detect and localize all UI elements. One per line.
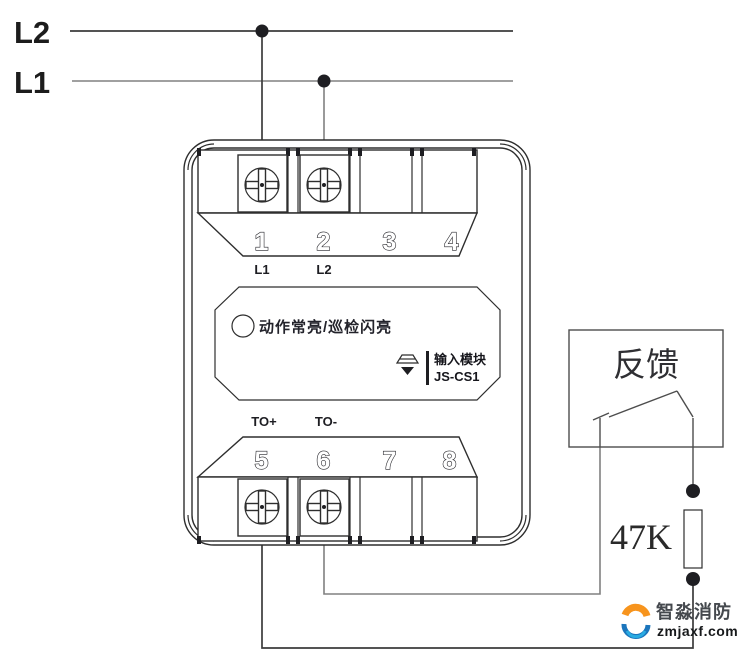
watermark-logo-icon: [621, 603, 651, 639]
terminal-number-face-top: [196, 212, 479, 257]
switch-contact-icon: [592, 390, 694, 491]
terminal-1-wire-label: L1: [254, 262, 269, 277]
junction-dot-l2: [255, 24, 269, 38]
module-label-panel: 动作常亮/巡检闪亮 输入模块 JS-CS1: [214, 286, 501, 401]
input-module: 1 2 3 4 L1 L2 动作常亮/巡检闪亮 输入模块 JS-CS1 TO+: [183, 139, 531, 546]
field-wiring: [261, 418, 694, 649]
feedback-device: 反馈: [568, 329, 724, 491]
feedback-label: 反馈: [613, 346, 679, 383]
eol-resistor: 47K: [610, 484, 703, 586]
terminal-number-3: 3: [383, 228, 398, 256]
terminal-number-7: 7: [383, 447, 398, 475]
led-indicator-icon: [231, 314, 255, 338]
resistor-body: [683, 509, 703, 569]
wire-terminal-5-to-resistor: [261, 541, 694, 649]
led-legend-text: 动作常亮/巡检闪亮: [259, 318, 392, 336]
module-type-text: 输入模块: [434, 352, 487, 367]
terminal-number-8: 8: [443, 447, 458, 475]
top-terminal-block: 1 2 3 4 L1 L2: [196, 148, 479, 277]
screw-terminal-5: [237, 478, 288, 537]
manufacturer-logo-icon: [395, 351, 429, 385]
terminal-number-4: 4: [445, 228, 460, 256]
screw-terminal-6: [299, 478, 350, 537]
watermark-name: 智淼消防: [656, 601, 732, 622]
module-model-text: JS-CS1: [434, 369, 480, 384]
wire-terminal-6-to-switch: [323, 418, 601, 595]
terminal-strip-top-ticks: [197, 148, 476, 156]
l2-bus-label: L2: [14, 15, 50, 50]
terminal-strip-bottom-ticks: [197, 536, 476, 544]
screw-terminal-1: [237, 154, 288, 213]
terminal-number-face-bottom: [196, 436, 479, 478]
feedback-box: [568, 329, 724, 448]
terminal-2-wire-label: L2: [316, 262, 331, 277]
resistor-bottom-junction-dot: [686, 572, 700, 586]
terminal-number-5: 5: [255, 447, 270, 475]
bottom-terminal-block: TO+ TO- 5 6 7 8: [196, 414, 479, 544]
terminal-6-wire-label: TO-: [315, 414, 337, 429]
l1-bus-label: L1: [14, 65, 50, 100]
corner-bumper-top-left: [187, 143, 215, 171]
terminal-number-6: 6: [317, 447, 332, 475]
terminal-5-wire-label: TO+: [251, 414, 277, 429]
junction-dot-l1: [317, 74, 331, 88]
terminal-number-1: 1: [255, 228, 270, 256]
watermark-site: zmjaxf.com: [657, 623, 738, 639]
watermark: 智淼消防 zmjaxf.com: [621, 601, 738, 639]
bus-wires: [70, 24, 513, 154]
terminal-number-2: 2: [317, 228, 332, 256]
corner-bumper-bottom-right: [499, 514, 527, 542]
resistor-value-label: 47K: [610, 517, 672, 557]
corner-bumper-top-right: [499, 143, 527, 171]
resistor-top-junction-dot: [686, 484, 700, 498]
screw-terminal-2: [299, 154, 350, 213]
